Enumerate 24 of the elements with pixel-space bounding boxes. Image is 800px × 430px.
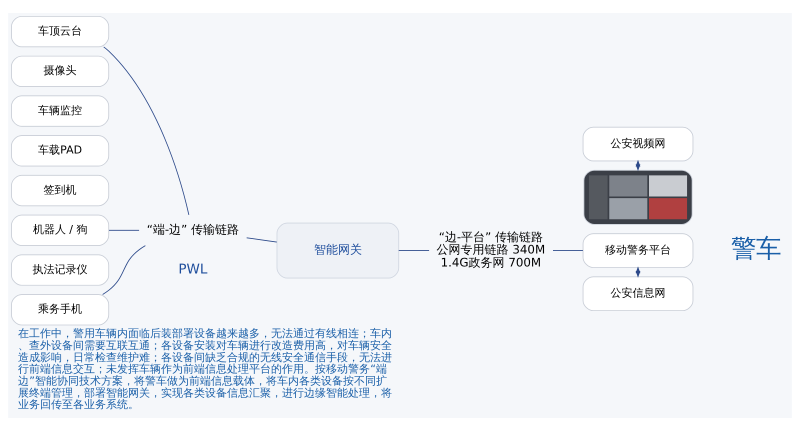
connector	[108, 229, 140, 230]
node-picture	[583, 169, 693, 224]
connector	[103, 46, 190, 215]
label: PWL	[178, 260, 208, 277]
node-box: 车顶云台	[11, 15, 110, 47]
node-box: 公安信息网	[582, 276, 694, 311]
node-box: 智能网关	[276, 222, 400, 278]
caption: 在工作中，警用车辆内面临后装部署设备越来越多，无法通过有线相连；车内、查外设备间需要互联互通；各设备安装对车辆进行改造费用高，对车辆安全造成影响，日常检查维护难；各设备间缺乏合规的无线安全通信手段，无法进行前端信息交互；未发挥车辆作为前端信息处理平台的作用。按移动警务“端边”智能协同技术方案，将警车做为前端信息载体，将车内各类设备按不同扩展终端管理，部署智能网关，实现各类设备信息汇聚，进行边缘智能处理，将业务回传至各业务系统。	[18, 326, 392, 411]
node-box: 车辆监控	[11, 94, 110, 126]
node-box: 机器人 / 狗	[11, 214, 110, 246]
connector	[246, 236, 278, 242]
connector	[398, 250, 430, 251]
node-box: 移动警务平台	[582, 232, 694, 268]
node-text: “端-边” 传输链路	[146, 222, 239, 236]
connector	[552, 250, 584, 251]
node-box: 签到机	[11, 174, 110, 206]
node-box: 摄像头	[11, 55, 110, 86]
node-box: 公安视频网	[582, 126, 694, 161]
node-box: 乘务手机	[11, 294, 110, 325]
label: 警车	[730, 232, 781, 262]
node-box: 执法记录仪	[11, 254, 110, 286]
node-text: “边-平台” 传输链路 公网专用链路 340M 1.4G政务网 700M	[436, 230, 546, 269]
connector	[102, 244, 146, 294]
node-box: 车载PAD	[11, 134, 110, 166]
